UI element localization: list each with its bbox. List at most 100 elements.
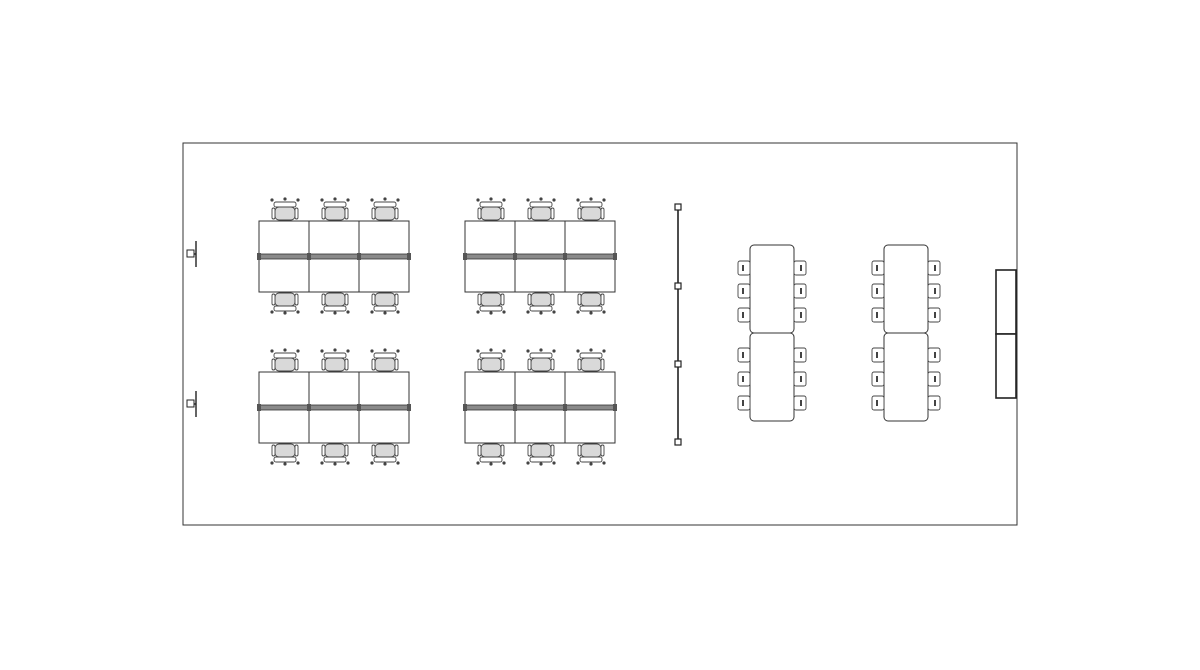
chair-caster	[526, 198, 530, 202]
side-chair	[927, 347, 941, 363]
chair-backrest	[529, 456, 553, 463]
chair-caster	[502, 349, 506, 353]
office-chair	[576, 292, 606, 315]
chair-arm	[550, 207, 555, 220]
chair-caster	[333, 348, 337, 352]
chair-caster	[602, 310, 606, 314]
chair-backrest	[529, 305, 553, 312]
chair-caster	[502, 198, 506, 202]
desk	[514, 257, 566, 293]
chair-arm	[394, 444, 399, 457]
divider-bracket	[357, 404, 361, 411]
wall-outlet	[186, 391, 197, 417]
desk	[464, 257, 516, 293]
side-chair-backrest	[742, 265, 744, 271]
chair-caster	[489, 197, 493, 201]
chair-arm	[477, 207, 482, 220]
side-chair-backrest	[876, 352, 878, 358]
chair-arm	[371, 207, 376, 220]
chair-backrest	[323, 352, 347, 359]
chair-arm	[477, 444, 482, 457]
side-chair	[737, 283, 751, 299]
chair-arm	[371, 358, 376, 371]
chair-backrest	[273, 305, 297, 312]
side-chair-backrest	[876, 288, 878, 294]
chair-caster	[589, 311, 593, 315]
chair-caster	[370, 198, 374, 202]
desk-divider	[463, 253, 617, 260]
chair-caster	[270, 198, 274, 202]
chair-caster	[396, 198, 400, 202]
cluster-bottom-left	[257, 348, 411, 466]
side-chair-backrest	[934, 352, 936, 358]
chair-caster	[526, 461, 530, 465]
chair-caster	[283, 462, 287, 466]
desk	[308, 220, 360, 256]
chair-arm	[271, 293, 276, 306]
side-chair-backrest	[800, 265, 802, 271]
chair-backrest	[579, 456, 603, 463]
office-chair	[576, 348, 606, 372]
chair-seat	[480, 206, 502, 221]
office-chair	[476, 292, 506, 315]
desk	[358, 257, 410, 293]
divider-bracket	[407, 253, 411, 260]
chair-arm	[600, 444, 605, 457]
desk	[358, 371, 410, 407]
cabinet-unit	[995, 269, 1017, 335]
table-segment	[883, 244, 929, 334]
divider-bracket	[407, 404, 411, 411]
office-chair	[270, 348, 300, 372]
chair-caster	[370, 461, 374, 465]
cluster-bottom-right	[463, 348, 617, 466]
chair-caster	[552, 349, 556, 353]
chair-caster	[320, 349, 324, 353]
desk	[258, 220, 310, 256]
room-partition	[674, 203, 682, 446]
chair-seat	[324, 443, 346, 458]
chair-seat	[480, 357, 502, 372]
side-chair-backrest	[934, 400, 936, 406]
chair-seat	[274, 357, 296, 372]
chair-backrest	[273, 201, 297, 208]
side-chair	[737, 371, 751, 387]
chair-seat	[480, 443, 502, 458]
chair-caster	[296, 198, 300, 202]
side-chair	[737, 347, 751, 363]
desk	[308, 408, 360, 444]
chair-arm	[577, 207, 582, 220]
side-chair-backrest	[742, 352, 744, 358]
divider-bracket	[357, 253, 361, 260]
divider-bracket	[613, 404, 617, 411]
side-chair	[793, 307, 807, 323]
chair-backrest	[579, 201, 603, 208]
side-chair-backrest	[800, 400, 802, 406]
side-chair	[793, 260, 807, 276]
chair-caster	[539, 462, 543, 466]
desk	[564, 220, 616, 256]
chair-backrest	[529, 201, 553, 208]
chair-caster	[476, 198, 480, 202]
chair-arm	[271, 444, 276, 457]
office-chair	[526, 348, 556, 372]
side-chair-backrest	[800, 352, 802, 358]
chair-caster	[346, 349, 350, 353]
chair-backrest	[323, 201, 347, 208]
table-segment	[749, 244, 795, 334]
chair-caster	[476, 310, 480, 314]
chair-arm	[321, 444, 326, 457]
outlet-box	[186, 249, 195, 258]
desk-divider	[257, 253, 411, 260]
chair-caster	[476, 461, 480, 465]
chair-arm	[321, 293, 326, 306]
chair-arm	[394, 293, 399, 306]
office-chair	[526, 292, 556, 315]
chair-caster	[502, 461, 506, 465]
side-chair-backrest	[800, 376, 802, 382]
side-chair-backrest	[876, 312, 878, 318]
office-chair	[270, 443, 300, 466]
side-chair	[737, 395, 751, 411]
chair-arm	[371, 293, 376, 306]
side-chair-backrest	[876, 400, 878, 406]
side-chair-backrest	[742, 288, 744, 294]
